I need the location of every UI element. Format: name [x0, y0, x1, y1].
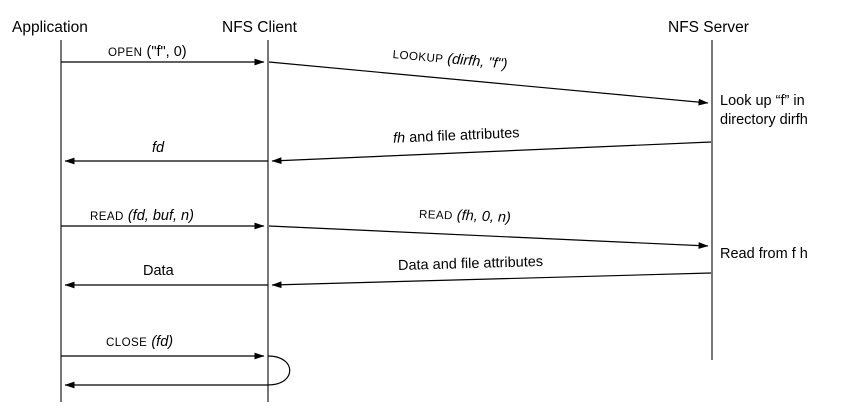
label-lookup-op: LOOKUP	[392, 48, 444, 66]
server-note-lookup: Look up “f” in directory dirfh	[720, 92, 808, 129]
label-data-return: Data	[143, 263, 174, 279]
label-open-op: OPEN	[108, 46, 143, 59]
label-open-args: ("f", 0)	[146, 44, 187, 60]
arrow-read-call-server	[268, 225, 709, 249]
label-read-call-app: READ (fd, buf, n)	[90, 208, 194, 225]
label-read-app-op: READ	[90, 210, 124, 223]
label-close-call: CLOSE (fd)	[106, 334, 173, 351]
lifelines	[60, 40, 713, 402]
lane-title-nfs-client: NFS Client	[222, 19, 297, 36]
label-fd-return: fd	[152, 140, 164, 157]
server-note-read: Read from f h	[720, 245, 808, 264]
label-fh-italic: fh	[392, 130, 406, 147]
server-note-read-line-1: Read from f h	[720, 246, 808, 262]
server-note-lookup-line-1: Look up “f” in	[720, 93, 805, 109]
label-read-srv-args: (fh, 0, n)	[456, 207, 512, 227]
lane-title-application: Application	[12, 19, 88, 36]
label-fd-text: fd	[152, 140, 165, 156]
lane-title-nfs-server: NFS Server	[668, 19, 749, 36]
server-note-lookup-line-2: directory dirfh	[720, 111, 808, 128]
label-read-srv-op: READ	[418, 207, 454, 223]
label-open-call: OPEN ("f", 0)	[108, 44, 187, 61]
arrow-fh-return	[271, 141, 712, 164]
self-loop-nfs-client	[267, 355, 291, 386]
label-close-args: (fd)	[151, 334, 174, 350]
arrow-data-attributes-return	[271, 272, 712, 289]
label-close-op: CLOSE	[106, 336, 148, 349]
arrow-lookup-call	[268, 61, 709, 106]
label-read-app-args: (fd, buf, n)	[127, 208, 194, 224]
